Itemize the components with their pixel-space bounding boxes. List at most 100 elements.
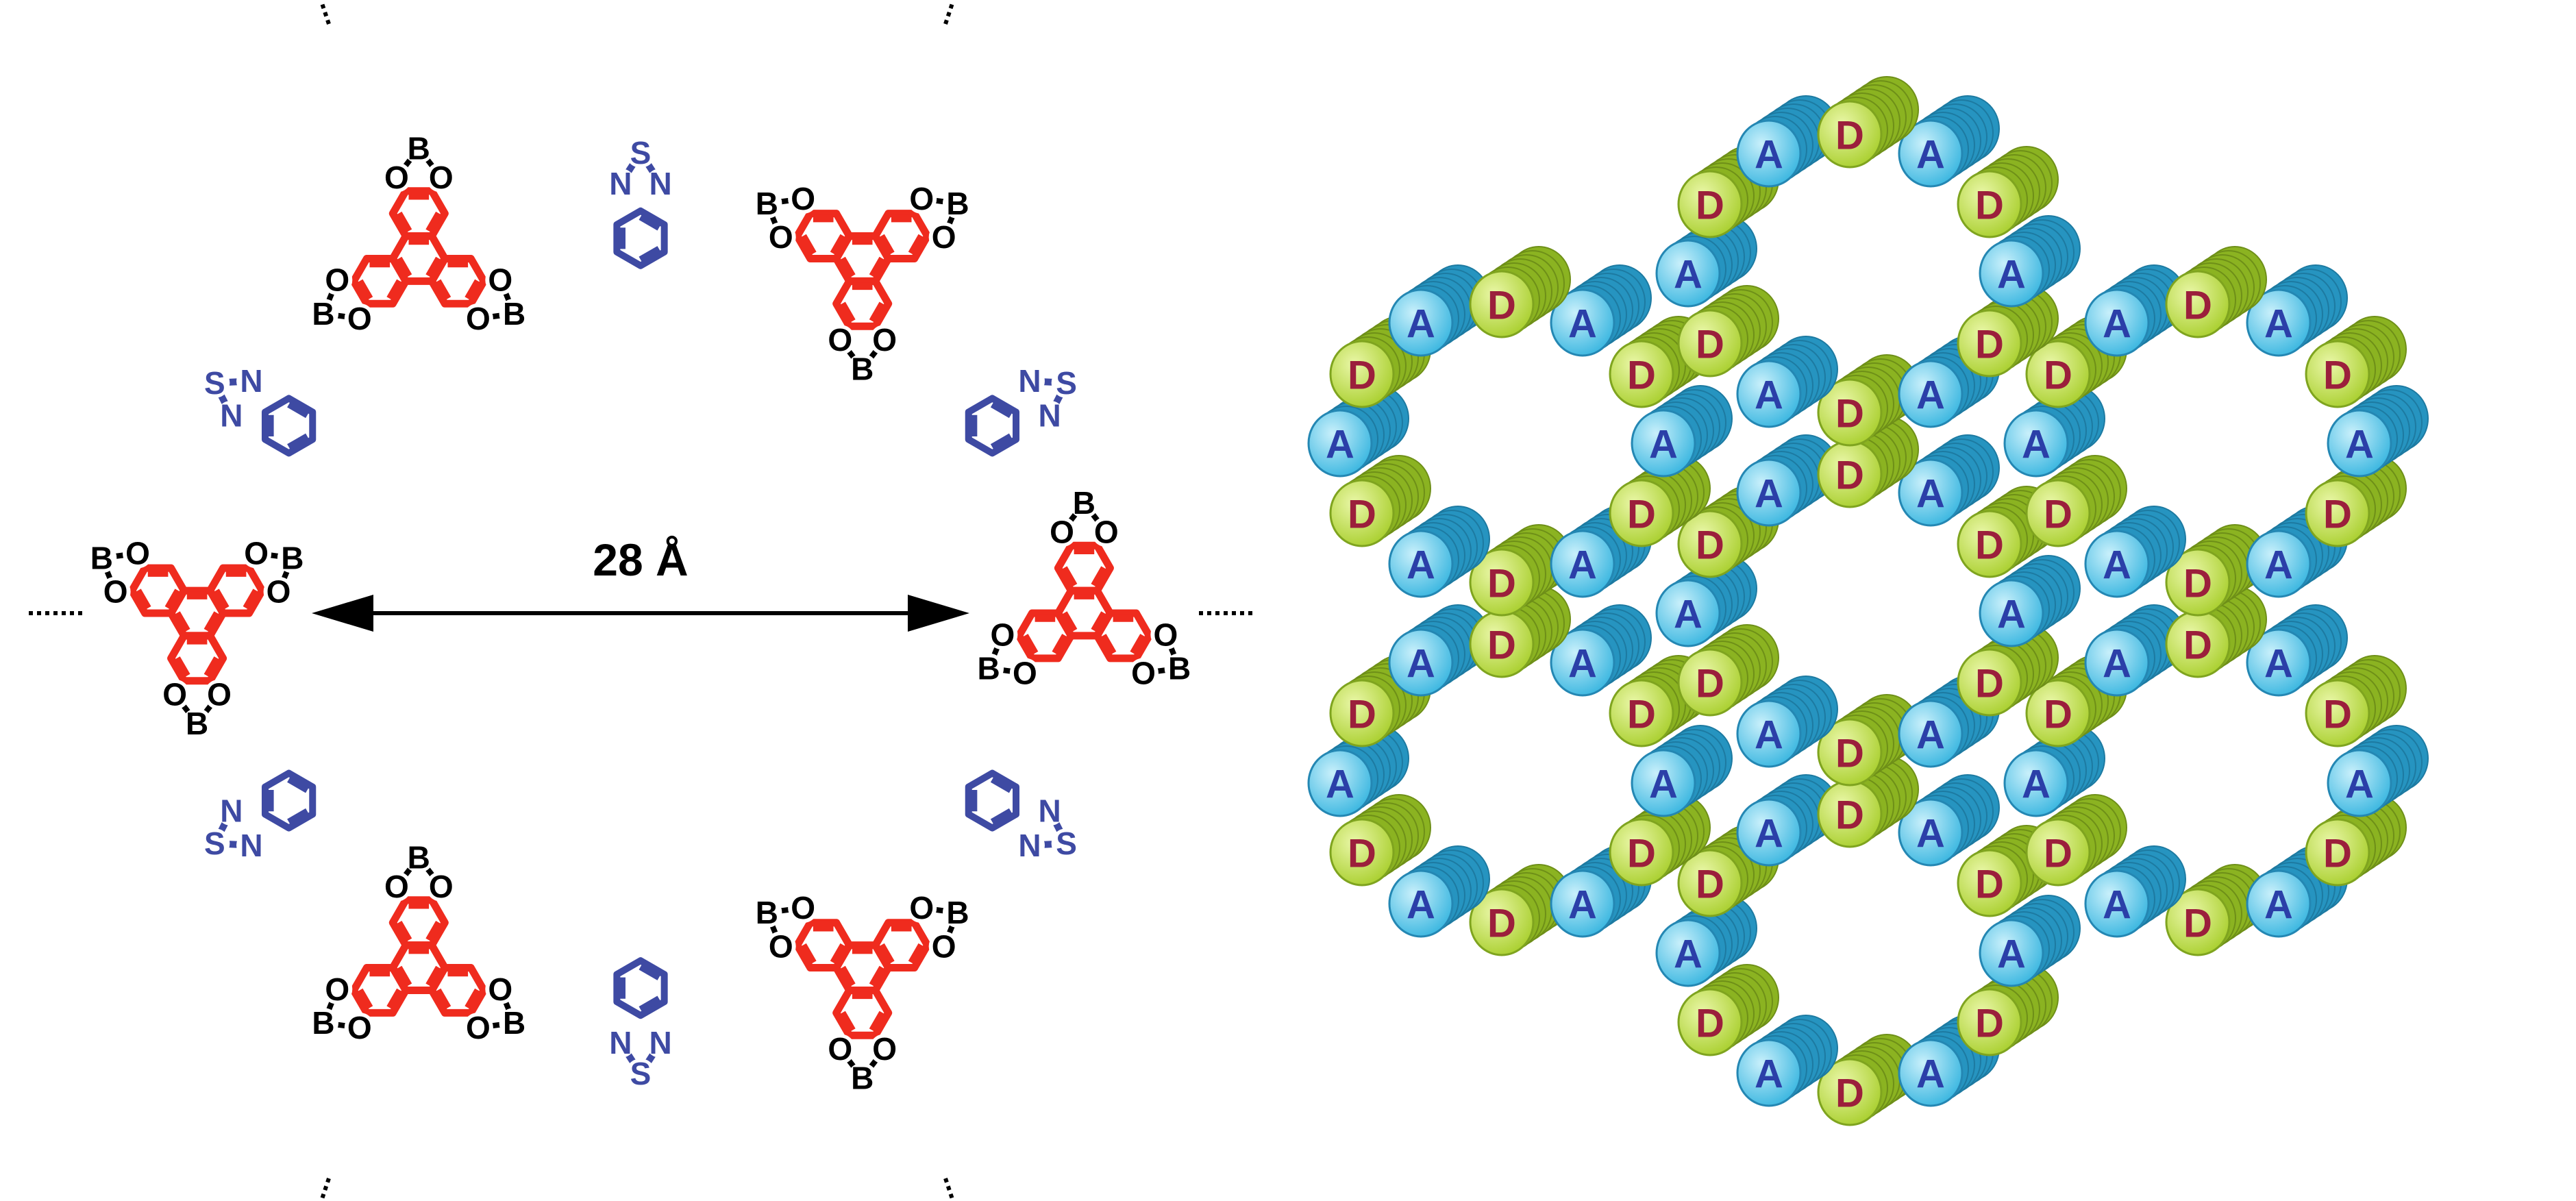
- stack-column-5-face: [1957, 988, 2022, 1056]
- triphenylene-node-4-oxygen-atom: O: [1050, 514, 1074, 549]
- stack-column-42-label: A: [1674, 593, 1702, 637]
- triphenylene-node-4-outer-ring-3-double-bond: [1060, 566, 1078, 588]
- stack-column-62-label: A: [2345, 423, 2374, 467]
- triphenylene-node-5-oxygen-atom: O: [828, 1031, 852, 1067]
- stack-column-39: A: [2246, 604, 2348, 697]
- stack-column-37: A: [1550, 604, 1652, 697]
- stack-column-50-label: D: [1696, 523, 1724, 568]
- triphenylene-node-3-oxygen-atom-bg: [825, 325, 856, 356]
- stack-column-49-face: [2246, 530, 2312, 598]
- stack-column-69-face: [2305, 340, 2370, 408]
- stack-column-80-face: [1677, 170, 1743, 238]
- stack-column-20-face: [1736, 798, 1802, 867]
- btd-linker-5-benzene-ring-double-bond: [639, 963, 661, 980]
- stack-column-81: D: [1957, 146, 2059, 238]
- triphenylene-node-6-oxygen-atom-bg: [344, 1012, 375, 1043]
- stack-column-38-label: A: [2103, 642, 2131, 686]
- stack-column-51-face: [1957, 510, 2022, 578]
- triphenylene-node-6-outer-ring-1: [349, 964, 410, 1017]
- stack-column-81-face: [1957, 170, 2022, 238]
- triphenylene-node-5-outer-ring-2-double-bond: [800, 943, 817, 965]
- triphenylene-node-5-oxygen-atom: O: [769, 928, 793, 964]
- triphenylene-node-5-outer-ring-3: [871, 919, 932, 972]
- stack-column-41: D: [2165, 586, 2267, 678]
- stack-column-29-face: [1898, 699, 1964, 768]
- triphenylene-node-5-oxygen-atom: O: [872, 1031, 897, 1067]
- triphenylene-node-4-outer-ring-3: [1054, 541, 1114, 595]
- triphenylene-node-4-core-ring-double-bond: [1060, 611, 1078, 633]
- stack-column-72-label: A: [1407, 302, 1435, 347]
- triphenylene-node-2-oxygen-atom: O: [429, 160, 454, 195]
- triphenylene-node-6-boron-atom-bg: [499, 1007, 530, 1038]
- stack-column-13-label: A: [2264, 883, 2293, 928]
- stack-column-35: D: [1957, 624, 2059, 717]
- btd-linker-4-nitrogen-atom-bg: [1014, 830, 1045, 860]
- stack-column-34-label: D: [1696, 662, 1724, 706]
- stack-column-16-face: [1329, 818, 1395, 887]
- stack-column-21-face: [1898, 798, 1964, 867]
- stack-column-48-label: A: [2103, 543, 2131, 588]
- btd-linker-6-nitrogen-atom: N: [220, 793, 243, 828]
- triphenylene-node-3-boron-atom: B: [756, 186, 778, 221]
- network-extension-bond-5: [320, 1178, 331, 1200]
- btd-linker-5-sulfur-atom: S: [630, 1056, 652, 1091]
- btd-linker-5-nitrogen-atom: N: [649, 1025, 672, 1061]
- triphenylene-node-4-oxygen-atom: O: [1153, 617, 1178, 652]
- stack-column-65: A: [1898, 336, 2000, 428]
- triphenylene-node-5-oxygen-atom-bg: [788, 893, 819, 924]
- stack-column-20: A: [1736, 774, 1838, 867]
- stack-column-30-label: D: [1348, 693, 1376, 737]
- stack-column-54-label: D: [2044, 493, 2072, 537]
- stack-column-19: D: [2305, 794, 2407, 887]
- btd-linker-4-nitrogen-atom: N: [1018, 828, 1041, 863]
- triphenylene-node-6-boron-atom: B: [312, 1005, 334, 1041]
- stack-column-4-face: [1677, 988, 1743, 1056]
- btd-linker-2-sulfur-atom-bg: [626, 137, 656, 168]
- triphenylene-node-4-oxygen-atom-bg: [987, 619, 1018, 650]
- triphenylene-node-6-boron-atom-bg: [404, 842, 434, 873]
- stack-column-32: D: [2025, 655, 2127, 747]
- stack-column-42: A: [1655, 555, 1757, 647]
- triphenylene-node-5-oxygen-atom-bg: [869, 1034, 900, 1065]
- triphenylene-node-6-oxygen-atom: O: [429, 869, 454, 904]
- stack-column-21-label: A: [1916, 812, 1945, 856]
- triphenylene-node-4-outer-ring-1-double-bond: [1130, 634, 1147, 656]
- stack-column-27-face: [1817, 718, 1883, 787]
- stack-column-35-label: D: [1975, 662, 2004, 706]
- stack-column-11-label: A: [1568, 883, 1597, 928]
- triphenylene-node-6-oxygen-atom: O: [384, 869, 409, 904]
- triphenylene-node-2-outer-ring-2-double-bond: [465, 279, 482, 301]
- stack-column-59-face: [1307, 409, 1373, 478]
- stack-column-73-label: A: [1568, 302, 1597, 347]
- stack-column-2-label: A: [1755, 1052, 1783, 1097]
- triphenylene-node-6-oxygen-atom: O: [325, 971, 349, 1007]
- triphenylene-node-3-outer-ring-2-double-bond: [839, 301, 856, 323]
- stack-column-82-face: [1736, 119, 1802, 188]
- btd-linker-6-benzene-ring-double-bond: [287, 776, 310, 793]
- stack-column-42-face: [1655, 579, 1721, 647]
- stack-column-8-face: [1469, 888, 1535, 956]
- triphenylene-node-6-outer-ring-3-double-bond: [465, 988, 482, 1010]
- stack-column-25: A: [2003, 725, 2105, 817]
- stack-column-79: A: [1979, 215, 2081, 308]
- btd-linker-2-benzene-ring-double-bond: [639, 214, 661, 231]
- btd-linker-6-benzene-ring-double-bond: [287, 808, 310, 826]
- triphenylene-node-2-outer-ring-1: [388, 187, 449, 240]
- triphenylene-node-5-outer-ring-3-double-bond: [878, 943, 895, 965]
- stack-column-72-face: [1388, 288, 1454, 357]
- stack-column-53-label: D: [1627, 493, 1656, 537]
- triphenylene-node-1-oxygen-atom-bg: [204, 679, 235, 710]
- triphenylene-node-5-boron-atom-bg: [752, 897, 782, 928]
- btd-linker-6-sulfur-atom-bg: [199, 828, 230, 859]
- stack-column-82-label: A: [1755, 133, 1783, 177]
- stack-column-65-face: [1898, 360, 1964, 428]
- triphenylene-node-1-core-ring-double-bond: [203, 611, 221, 633]
- stack-column-81-label: D: [1975, 184, 2004, 228]
- stack-column-77-face: [2165, 270, 2231, 338]
- stack-column-43: A: [1979, 555, 2081, 647]
- stack-column-3-label: A: [1916, 1052, 1945, 1097]
- triphenylene-node-4-oxygen-atom-bg: [1128, 658, 1159, 689]
- triphenylene-node-2-oxygen-atom-bg: [425, 162, 456, 193]
- stack-column-32-label: D: [2044, 693, 2072, 737]
